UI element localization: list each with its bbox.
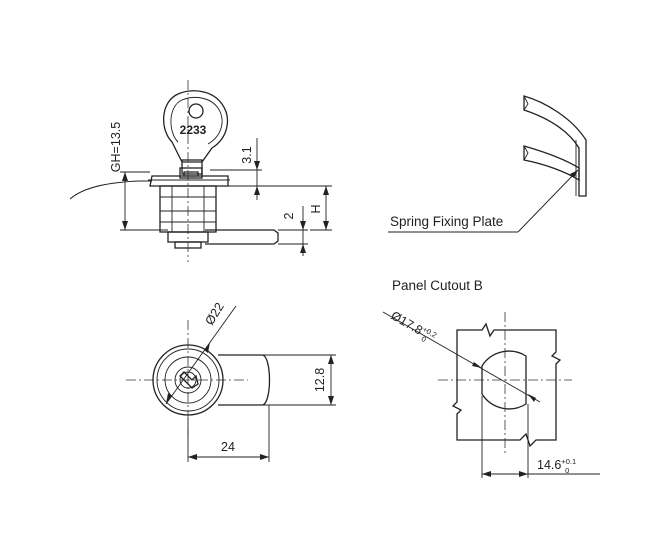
- dim-gh: GH=13.5: [109, 122, 123, 172]
- key-number: 2233: [180, 123, 207, 137]
- cam-plate: [205, 229, 279, 245]
- spring-plate-view: Spring Fixing Plate: [388, 95, 587, 233]
- key-icon: 2233: [162, 90, 229, 175]
- dim-cutout-diameter: Ø17.8+0.20: [387, 308, 438, 348]
- dim-front-width: 24: [221, 440, 235, 454]
- cutout-title: Panel Cutout B: [392, 278, 483, 293]
- panel-plate: [451, 322, 562, 448]
- front-view: Ø22 24 12.8: [126, 300, 336, 462]
- dim-h: H: [309, 204, 323, 213]
- dim-key-head: 3.1: [240, 146, 254, 163]
- dim-cam: 2: [282, 212, 296, 219]
- spring-plate-icon: [523, 95, 587, 197]
- spring-wire: [69, 180, 152, 200]
- spring-plate-label: Spring Fixing Plate: [390, 214, 503, 229]
- cutout-shape: [481, 350, 527, 410]
- side-view: 2233 GH=13.5 3.: [69, 80, 332, 262]
- dim-front-height: 12.8: [313, 368, 327, 392]
